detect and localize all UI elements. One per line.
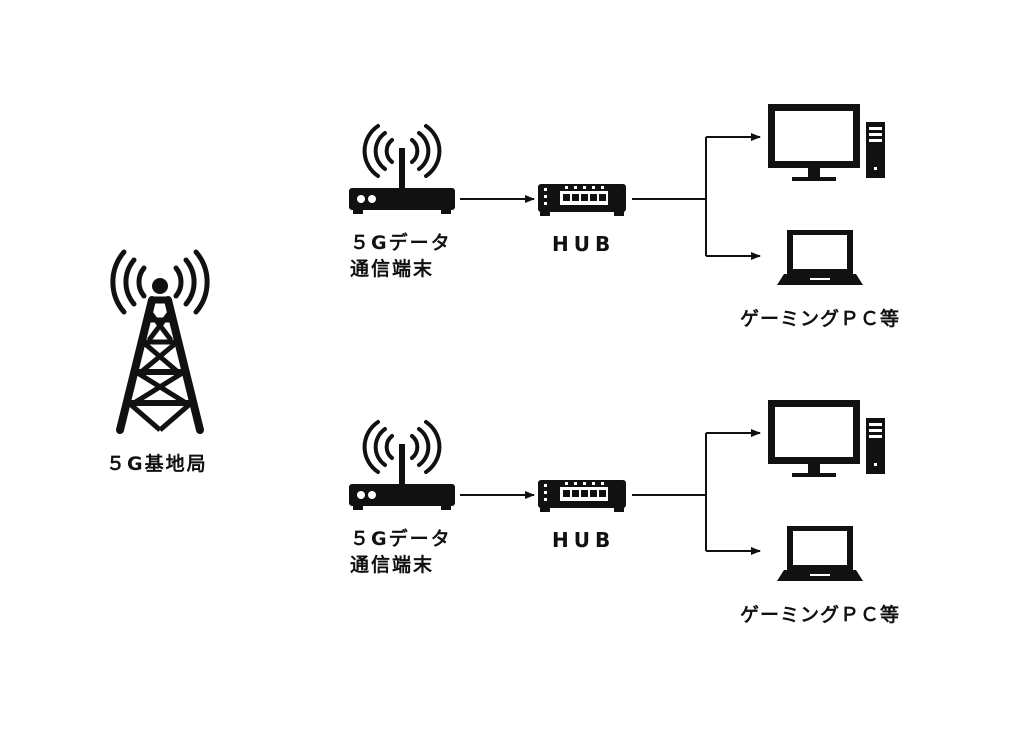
terminal-label-line1: ５Gデータ — [350, 528, 452, 550]
cell-tower-icon — [110, 249, 210, 434]
hub-to-devices-connector-2 — [632, 429, 761, 555]
router-icon — [347, 420, 457, 512]
hub-to-devices-connector-1 — [632, 133, 761, 260]
terminal-router-2 — [347, 420, 457, 512]
laptop-icon — [777, 230, 863, 285]
terminal-label-line1: ５Gデータ — [350, 232, 452, 254]
network-switch-icon — [538, 480, 626, 512]
hub-1 — [538, 184, 626, 216]
desktop-computer-icon — [768, 104, 885, 181]
devices-label: ゲーミングＰＣ等 — [740, 308, 901, 330]
base-station-label: ５G基地局 — [106, 453, 208, 475]
router-icon — [347, 124, 457, 216]
terminal-router-1 — [347, 124, 457, 216]
network-switch-icon — [538, 184, 626, 216]
terminal-label-line2: 通信端末 — [350, 258, 435, 280]
hub-2 — [538, 480, 626, 512]
devices-label: ゲーミングＰＣ等 — [740, 604, 901, 626]
hub-label: HUB — [552, 528, 616, 552]
laptop-icon — [777, 526, 863, 581]
hub-label: HUB — [552, 232, 616, 256]
terminal-label-line2: 通信端末 — [350, 554, 435, 576]
desktop-computer-icon — [768, 400, 885, 477]
